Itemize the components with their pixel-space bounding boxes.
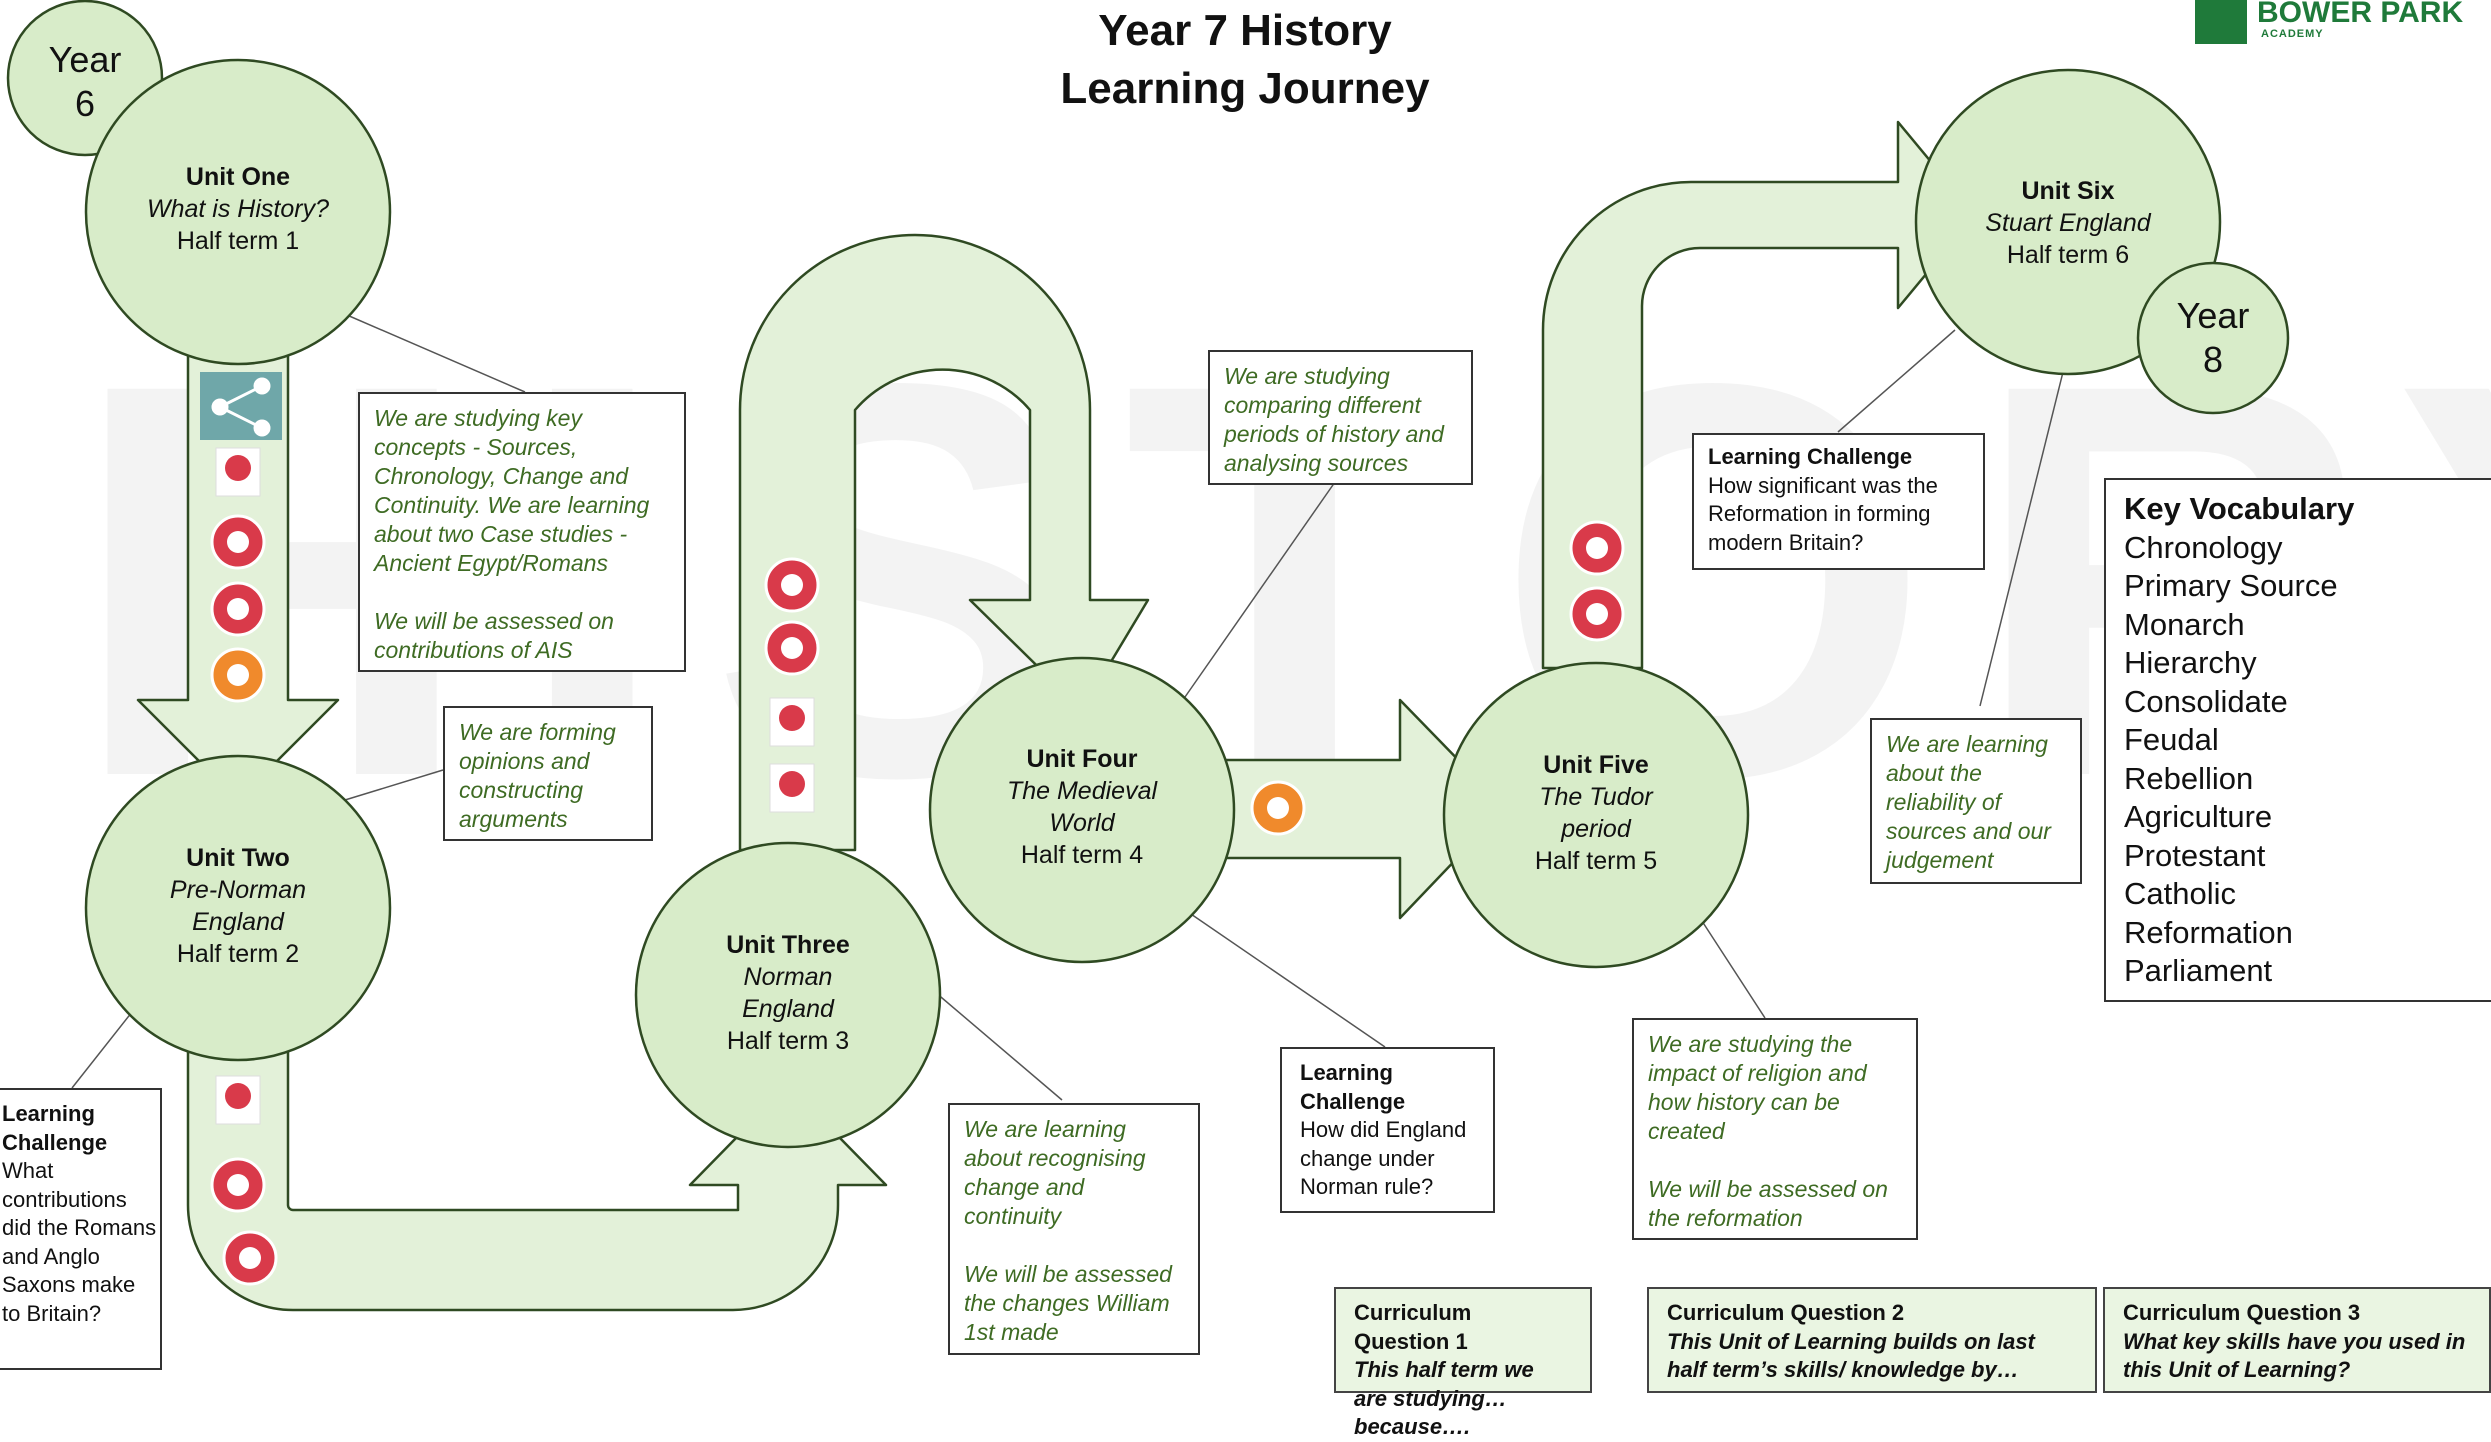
unit4-text: Unit Four The Medieval World Half term 4 — [1006, 745, 1158, 869]
listening-icon-glyph — [227, 531, 249, 553]
unit2-learning-challenge: Learning Challenge What contributions di… — [0, 1088, 162, 1370]
curriculum-question-3: Curriculum Question 3 What key skills ha… — [2103, 1287, 2491, 1393]
vocabulary-word: Agriculture — [2124, 799, 2273, 834]
connector-unit2-note — [344, 769, 444, 801]
vocabulary-word: Primary Source — [2124, 568, 2338, 603]
vocabulary-word: Hierarchy — [2124, 645, 2257, 680]
unit5-learning-challenge: Learning Challenge How significant was t… — [1692, 433, 1985, 570]
unit4-circle — [928, 656, 1236, 964]
curriculum-question-1: Curriculum Question 1 This half term we … — [1334, 1287, 1592, 1439]
unit3-text: Unit Three Norman England Half term 3 — [726, 931, 850, 1055]
unit2-circle — [84, 754, 392, 1062]
rule-of-law-icon-mark — [779, 705, 805, 731]
connector-unit4-challenge — [1187, 911, 1386, 1048]
curriculum-question-2: Curriculum Question 2 This Unit of Learn… — [1647, 1287, 2097, 1393]
year8-circle — [2136, 261, 2290, 415]
connector-unit6-challenge — [1837, 329, 1956, 433]
school-sub: ACADEMY — [2261, 28, 2324, 40]
unit2-note: We are forming opinions and constructing… — [443, 706, 653, 841]
democracy-icon-mark — [779, 771, 805, 797]
unit6-text: Unit Six Stuart England Half term 6 — [1985, 177, 2151, 269]
vocabulary-word: Rebellion — [2124, 760, 2254, 796]
unit2-text: Unit Two Pre-Norman England Half term 2 — [169, 844, 307, 968]
arrow-unit5-to-unit6 — [1541, 120, 1977, 670]
listening-icon-glyph — [227, 1174, 249, 1196]
speaking-icon-glyph — [227, 598, 249, 620]
school-name: BOWER PARK — [2257, 0, 2464, 29]
vocabulary-word: Monarch — [2124, 606, 2245, 642]
year8-label: Year 8 — [2176, 295, 2250, 380]
connector-unit3-note — [934, 991, 1063, 1101]
listening-icon-glyph — [1586, 537, 1608, 559]
vocabulary-word: Consolidate — [2124, 683, 2288, 719]
unit5-text: Unit Five The Tudor period Half term 5 — [1534, 751, 1658, 875]
unit4-note: We are studying comparing different peri… — [1208, 350, 1473, 485]
learning-journey-path — [6, 0, 2290, 1312]
connector-unit1-note — [339, 311, 526, 393]
unit3-circle — [634, 841, 942, 1149]
unit5-note: We are studying the impact of religion a… — [1632, 1018, 1918, 1240]
arrow-unit3-to-unit4 — [738, 233, 1150, 852]
title-line-1: Year 7 History — [1098, 6, 1392, 55]
listening-icon-glyph — [781, 574, 803, 596]
unit1-note: We are studying key concepts - Sources, … — [358, 392, 686, 672]
unit6-circle — [1914, 68, 2222, 376]
unit3-note: We are learning about recognising change… — [948, 1103, 1200, 1355]
unit1-text: Unit One What is History? Half term 1 — [147, 163, 329, 255]
vocabulary-word: Protestant — [2124, 837, 2266, 873]
page-title: Year 7 History Learning Journey — [950, 2, 1540, 118]
school-logo: BOWER PARK ACADEMY — [2195, 0, 2491, 48]
vocabulary-word: Feudal — [2124, 722, 2219, 757]
democracy-icon-mark — [225, 455, 251, 481]
unit3-learning-challenge: Learning Challenge How did England chang… — [1280, 1047, 1495, 1213]
connector-unit5-note — [1699, 917, 1766, 1019]
title-line-2: Learning Journey — [1060, 64, 1430, 113]
thinking-icon-glyph — [227, 664, 249, 686]
arrow-unit2-to-unit3 — [186, 1038, 888, 1312]
unit1-circle — [84, 58, 392, 366]
speaking-icon-glyph — [781, 637, 803, 659]
year6-label: Year 6 — [48, 39, 122, 124]
vocabulary-word: Parliament — [2124, 953, 2273, 988]
speaking-icon-glyph — [1586, 603, 1608, 625]
arrow-unit1-to-unit2 — [136, 343, 340, 802]
vocabulary-word: Catholic — [2124, 876, 2236, 911]
connector-unit6-note — [1979, 371, 2064, 707]
unit5-circle — [1442, 661, 1750, 969]
democracy-icon-mark — [225, 1083, 251, 1109]
vocabulary-word: Reformation — [2124, 914, 2293, 950]
connector-unit2-challenge — [71, 1011, 133, 1089]
problem-solving-icon-glyph — [1267, 797, 1289, 819]
speaking-icon-glyph — [239, 1247, 261, 1269]
unit6-note: We are learning about the reliability of… — [1870, 718, 2082, 884]
connector-unit4-note — [1184, 481, 1336, 698]
vocabulary-word: Chronology — [2124, 529, 2283, 565]
key-vocabulary-heading: Key Vocabulary — [2124, 491, 2355, 526]
school-crest-icon — [2195, 0, 2247, 44]
